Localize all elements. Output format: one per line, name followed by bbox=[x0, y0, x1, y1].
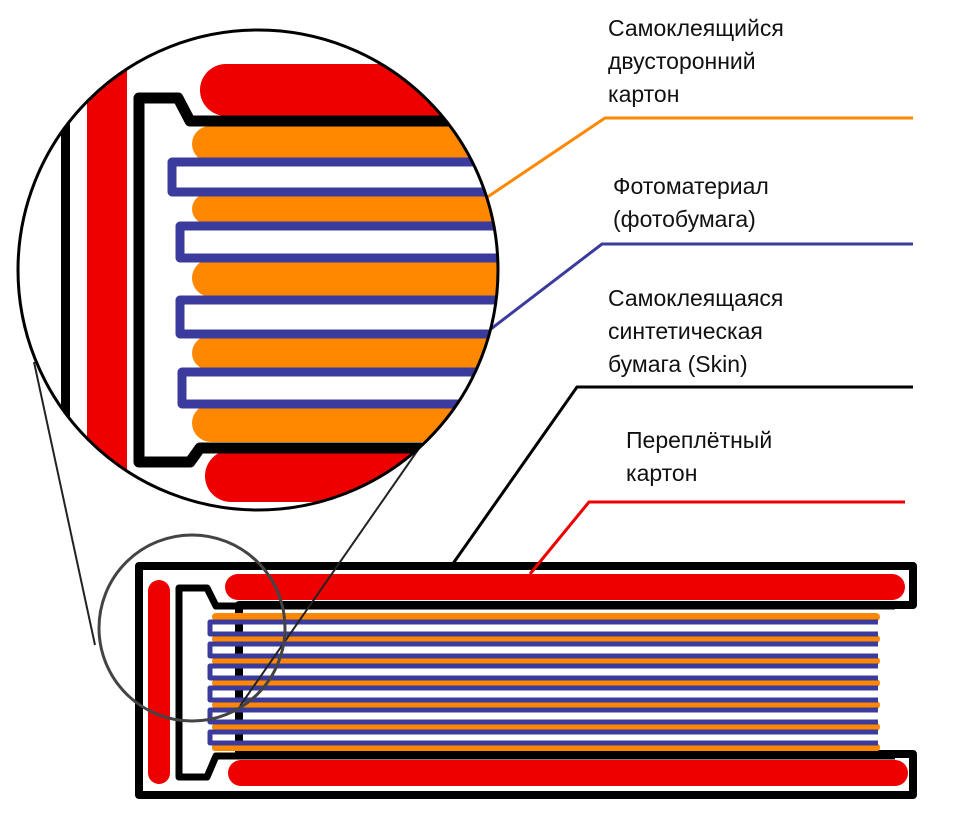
callout-skin bbox=[450, 385, 913, 566]
label-adhesive-cardboard-line2: двусторонний bbox=[608, 48, 756, 74]
callout-adhesive bbox=[482, 116, 913, 202]
zoom-region-circle bbox=[97, 533, 287, 723]
label-skin-paper: Самоклеящаяся синтетическая бумага (Skin… bbox=[608, 282, 783, 381]
label-binding-board-line1: Переплётный bbox=[626, 427, 773, 453]
label-photo-material-line2: (фотобумага) bbox=[613, 206, 756, 232]
label-adhesive-cardboard: Самоклеящийся двусторонний картон bbox=[608, 12, 784, 111]
label-photo-material-line1: Фотоматериал bbox=[613, 173, 769, 199]
adhesive-layers bbox=[212, 613, 880, 751]
label-adhesive-cardboard-line3: картон bbox=[608, 81, 680, 107]
spine-binding-board bbox=[148, 580, 170, 784]
callout-photo bbox=[482, 242, 913, 337]
top-binding-board bbox=[225, 574, 905, 600]
label-adhesive-cardboard-line1: Самоклеящийся bbox=[608, 15, 784, 41]
callout-lines bbox=[450, 116, 913, 575]
label-binding-board-line2: картон bbox=[626, 460, 698, 486]
inner-skin bbox=[175, 584, 895, 781]
zoom-detail bbox=[18, 30, 498, 510]
bottom-binding-board bbox=[228, 760, 908, 786]
label-skin-paper-line2: синтетическая bbox=[608, 318, 763, 344]
magnifier-outline bbox=[16, 28, 500, 512]
photo-sheets bbox=[207, 619, 878, 746]
label-skin-paper-line3: бумага (Skin) bbox=[608, 351, 748, 377]
book-section bbox=[135, 562, 917, 799]
callout-binding bbox=[528, 500, 905, 575]
label-skin-paper-line1: Самоклеящаяся bbox=[608, 285, 784, 311]
label-photo-material: Фотоматериал (фотобумага) bbox=[613, 170, 769, 236]
label-binding-board: Переплётный картон bbox=[626, 424, 772, 490]
